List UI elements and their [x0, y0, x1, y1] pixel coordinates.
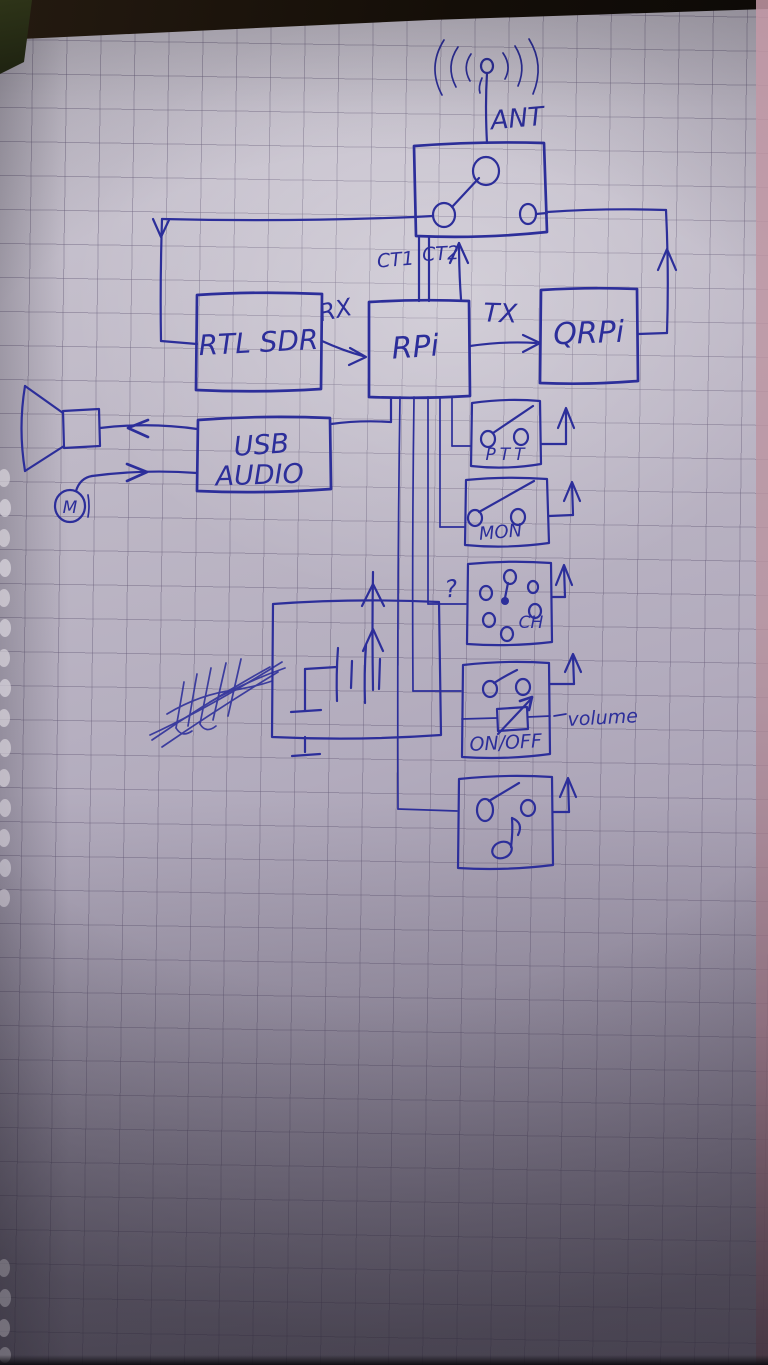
usb-audio-box [195, 396, 393, 494]
mon-label: MON [478, 520, 523, 545]
paper-bottom-edge [0, 1355, 768, 1365]
ct2-label: CT2 [422, 242, 460, 266]
rx-label: RX [316, 293, 355, 327]
battery-icon [335, 643, 382, 705]
rtl-sdr-box [194, 291, 324, 393]
crossed-out-scribble [149, 658, 286, 748]
rx-arrow [320, 339, 368, 367]
toggle-switch-icon [479, 404, 535, 449]
rotary-selector-icon [478, 568, 543, 643]
tx-label: TX [483, 298, 519, 329]
tx-wire [545, 208, 678, 336]
rpi-box [367, 298, 472, 400]
gpio-bus-wires [396, 396, 472, 812]
rx-wire [151, 215, 416, 346]
microphone-wire [74, 462, 199, 493]
rtl-sdr-label: RTL SDR [198, 323, 319, 362]
on-off-volume-box [460, 652, 583, 760]
qrpi-label: QRPi [553, 315, 626, 352]
ct-control-wires [417, 235, 470, 303]
up-arrow-icon [554, 563, 574, 587]
mon-box [463, 476, 582, 548]
potentiometer-icon [461, 695, 567, 736]
up-arrow-icon [360, 570, 386, 692]
toggle-switch-icon [481, 668, 532, 699]
changeover-switch-icon [412, 141, 549, 239]
speaker-icon [20, 384, 102, 473]
up-arrow-icon [556, 406, 576, 430]
usb-audio-label-line2: AUDIO [213, 458, 304, 492]
battery-box [270, 570, 443, 758]
up-arrow-icon [448, 241, 470, 265]
usb-audio-label-line1: USB [233, 428, 290, 463]
ground-icon [289, 665, 339, 758]
up-arrow-icon [562, 480, 582, 503]
microphone-icon [53, 488, 90, 524]
toggle-switch-icon [466, 479, 536, 528]
up-arrow-icon [656, 247, 678, 272]
up-arrow-icon [558, 776, 578, 799]
down-arrow-icon [151, 217, 171, 239]
channel-selector-box [465, 560, 574, 647]
ptt-label: PTT [485, 445, 528, 465]
toggle-switch-icon [475, 781, 537, 823]
paper-perforations [0, 469, 11, 1363]
music-note-icon [491, 816, 522, 860]
ch-label: CH [519, 613, 544, 633]
antenna-label: ANT [488, 102, 548, 137]
volume-label: volume [567, 705, 638, 731]
tx-arrow [468, 333, 542, 354]
tone-switch-box [456, 774, 578, 871]
qrpi-box [538, 286, 640, 386]
ct1-label: CT1 [376, 247, 415, 272]
ch-query-label: ? [443, 574, 459, 603]
up-arrow-icon [563, 652, 583, 674]
antenna-icon [434, 38, 539, 145]
on-off-label: ON/OFF [469, 730, 544, 756]
microphone-label: M [63, 498, 78, 518]
speaker-wire [98, 418, 199, 439]
rpi-label: RPi [391, 328, 441, 366]
ptt-box [469, 398, 576, 469]
